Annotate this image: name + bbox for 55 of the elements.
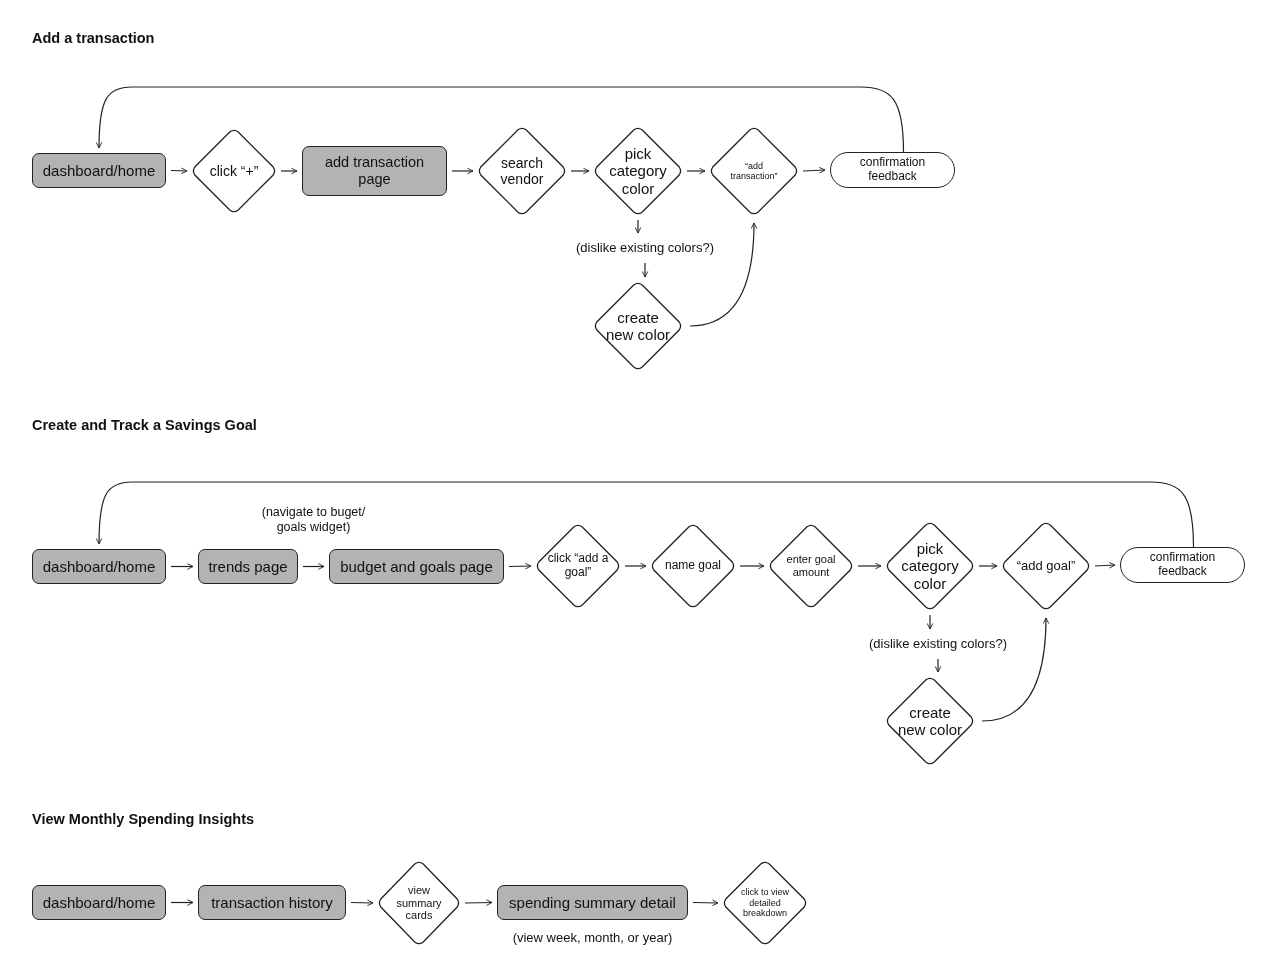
arrow xyxy=(280,167,298,175)
arrow xyxy=(624,562,647,570)
arrow xyxy=(857,562,882,570)
terminal-pill: confirmation feedback xyxy=(830,152,955,188)
decision-diamond: click “add a goal” xyxy=(536,524,620,608)
arrow xyxy=(802,167,826,174)
decision-diamond: “add goal” xyxy=(1002,522,1090,610)
arrow xyxy=(1094,562,1116,569)
arrow xyxy=(692,899,719,907)
page-box: spending summary detail xyxy=(497,885,688,920)
decision-diamond: view summary cards xyxy=(378,861,460,945)
decision-diamond: pick category color xyxy=(886,522,974,610)
page-box: dashboard/home xyxy=(32,885,166,920)
arrow xyxy=(170,167,188,175)
decision-diamond: search vendor xyxy=(478,127,566,215)
decision-diamond: pick category color xyxy=(594,127,682,215)
section-heading: Add a transaction xyxy=(32,30,155,46)
arrow xyxy=(95,481,1195,548)
arrow xyxy=(464,899,493,906)
terminal-pill: confirmation feedback xyxy=(1120,547,1245,583)
decision-diamond: create new color xyxy=(886,677,974,765)
decision-diamond: enter goal amount xyxy=(769,524,853,608)
arrow xyxy=(451,167,474,175)
decision-diamond: “add transaction” xyxy=(710,127,798,215)
arrow xyxy=(508,562,532,570)
branch-text: (dislike existing colors?) xyxy=(853,634,1023,654)
decision-diamond: name goal xyxy=(651,524,735,608)
arrow xyxy=(981,617,1050,722)
page-box: trends page xyxy=(198,549,298,584)
decision-diamond: click “+” xyxy=(192,129,276,213)
section-heading: Create and Track a Savings Goal xyxy=(32,417,257,433)
section-heading: View Monthly Spending Insights xyxy=(32,811,255,827)
decision-diamond: create new color xyxy=(594,282,682,370)
page-box: add transaction page xyxy=(302,146,447,196)
page-box: dashboard/home xyxy=(32,549,166,584)
arrow xyxy=(934,658,942,673)
arrow xyxy=(926,614,934,630)
branch-text: (dislike existing colors?) xyxy=(560,238,730,258)
page-box: budget and goals page xyxy=(329,549,504,584)
arrow xyxy=(95,86,905,153)
node-caption: (view week, month, or year) xyxy=(511,930,674,945)
page-box: transaction history xyxy=(198,885,346,920)
arrow xyxy=(641,262,649,278)
arrow xyxy=(170,899,194,906)
arrow xyxy=(739,562,765,570)
arrow xyxy=(170,563,194,570)
arrow xyxy=(570,167,590,175)
arrow xyxy=(686,167,706,175)
arrow xyxy=(634,219,642,234)
arrow xyxy=(302,563,325,570)
decision-diamond: click to view detailed breakdown xyxy=(723,861,807,945)
page-box: dashboard/home xyxy=(32,153,166,188)
arrow xyxy=(978,562,998,570)
arrow xyxy=(689,222,758,327)
arrow xyxy=(350,899,374,907)
